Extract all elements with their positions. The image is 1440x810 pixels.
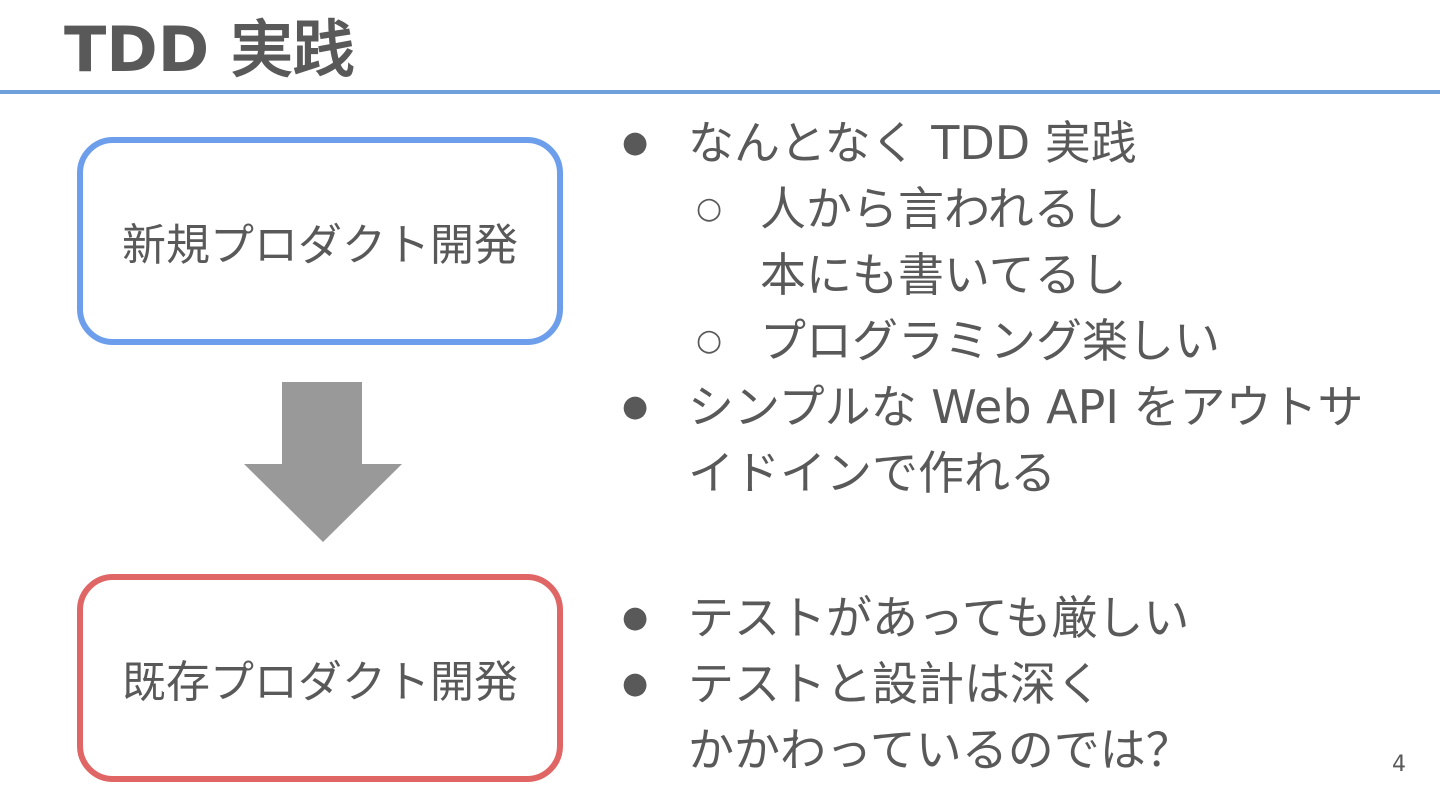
existing-product-label: 既存プロダクト開発 (122, 657, 518, 708)
sub-bullet-line: 本にも書いてるし (760, 248, 1127, 302)
sub-bullet-item: ○ 人から言われるし 本にも書いてるし (620, 176, 1364, 308)
sub-bullet-line: 人から言われるし (760, 182, 1126, 236)
bullet-text: なんとなく TDD 実践 (688, 116, 1137, 170)
title-rule (0, 90, 1440, 94)
sub-bullet-icon: ○ (696, 323, 723, 358)
new-product-label: 新規プロダクト開発 (122, 220, 518, 271)
bullet-icon: ● (622, 389, 649, 424)
bullet-icon: ● (622, 125, 649, 160)
new-product-bullets: ● なんとなく TDD 実践 ○ 人から言われるし 本にも書いてるし ○ プログ… (620, 110, 1364, 506)
bullet-item: ● テストがあっても厳しい (620, 585, 1192, 651)
bullet-item: ● テストと設計は深く かかわっているのでは？ (620, 651, 1192, 783)
bullet-line: テストがあっても厳しい (688, 591, 1190, 645)
sub-bullet-item: ○ プログラミング楽しい (620, 308, 1364, 374)
page-number: 4 (1392, 752, 1406, 777)
sub-bullet-icon: ○ (696, 191, 723, 226)
down-arrow-shape (244, 382, 402, 542)
sub-bullet-line: プログラミング楽しい (760, 314, 1220, 368)
bullet-line: かかわっているのでは？ (688, 723, 1192, 777)
existing-product-box: 既存プロダクト開発 (77, 574, 563, 782)
existing-product-bullets: ● テストがあっても厳しい ● テストと設計は深く かかわっているのでは？ (620, 585, 1192, 783)
down-arrow-icon (244, 382, 402, 542)
bullet-line: テストと設計は深く (688, 657, 1102, 711)
bullet-line: イドインで作れる (688, 446, 1056, 500)
new-product-box: 新規プロダクト開発 (77, 137, 563, 345)
bullet-icon: ● (622, 600, 649, 635)
bullet-icon: ● (622, 666, 649, 701)
bullet-line: シンプルな Web API をアウトサ (688, 380, 1364, 434)
bullet-item: ● なんとなく TDD 実践 (620, 110, 1364, 176)
bullet-item: ● シンプルな Web API をアウトサ イドインで作れる (620, 374, 1364, 506)
slide-title: TDD 実践 (64, 13, 355, 86)
